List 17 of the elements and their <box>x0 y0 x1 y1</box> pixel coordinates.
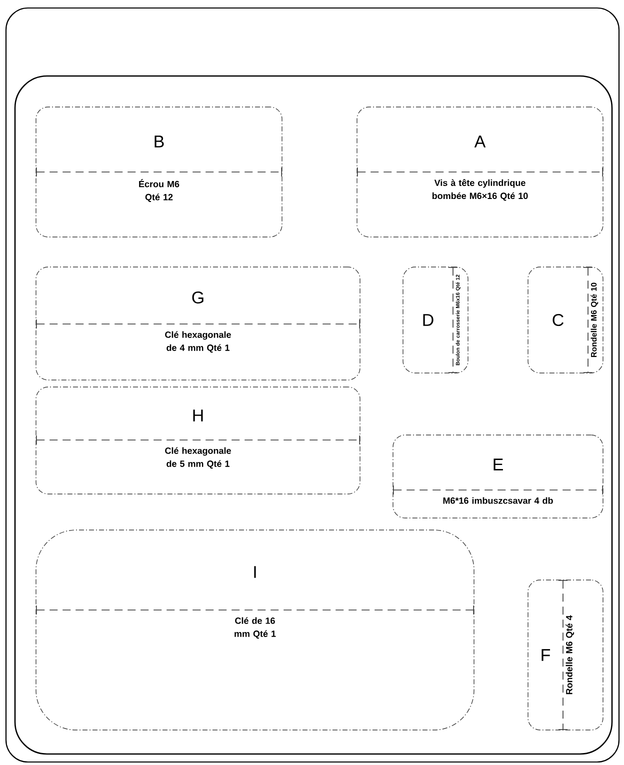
compartment-letter: A <box>474 136 486 148</box>
part-label: Écrou M6 Qté 12 <box>139 179 180 202</box>
compartment-letter: D <box>423 314 434 326</box>
part-label: Clé de 16 mm Qté 1 <box>234 617 276 639</box>
compartment-letter: I <box>254 566 256 578</box>
part-label: Clé hexagonale de 4 mm Qté 1 <box>165 331 231 353</box>
part-label: Rondelle M6 Qté 4 <box>566 615 574 694</box>
compartment-letter: C <box>552 314 564 326</box>
compartment-letter: E <box>494 458 503 470</box>
part-label: Rondelle M6 Qté 10 <box>590 282 598 358</box>
part-label: Vis à tête cylindrique bombée M6×16 Qté 10 <box>432 179 528 201</box>
part-label: Clé hexagonale de 5 mm Qté 1 <box>165 447 231 469</box>
compartment-letter: B <box>154 136 164 148</box>
part-label: M6*16 imbuszcsavar 4 db <box>443 497 553 504</box>
compartment-letter: G <box>192 291 204 304</box>
compartment-letter: H <box>193 410 203 422</box>
compartment-letter: F <box>542 649 550 661</box>
